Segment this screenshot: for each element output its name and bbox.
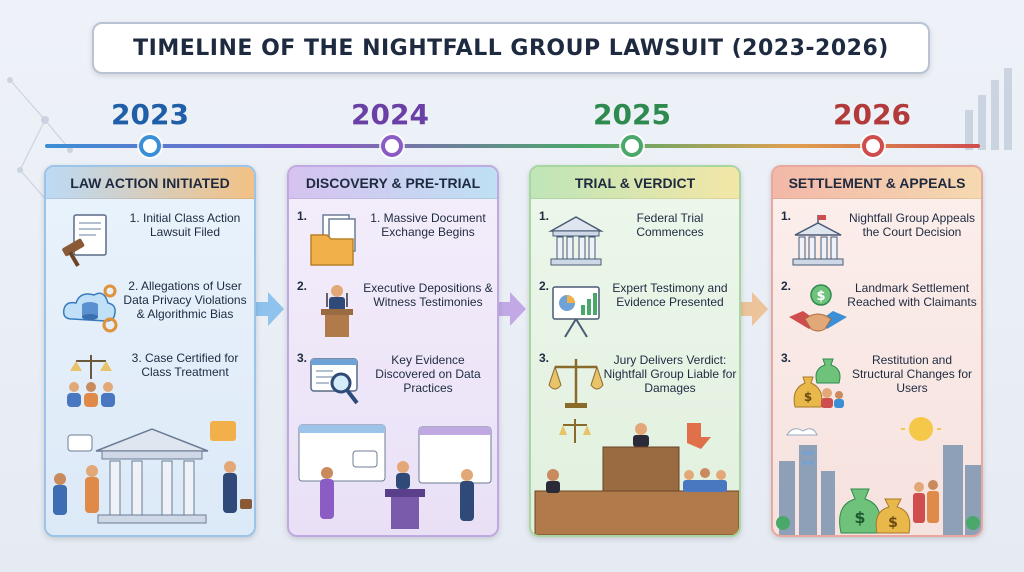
- item-number: 3.: [539, 351, 550, 365]
- item-text: Jury Delivers Verdict: Nightfall Group L…: [603, 353, 737, 395]
- item-text: Federal Trial Commences: [636, 211, 704, 239]
- magnifier-screen-icon: [310, 358, 359, 405]
- scales-people-icon: [67, 355, 115, 407]
- arrow-right-icon: [738, 292, 768, 326]
- item-text: Restitution and Structural Changes for U…: [851, 353, 973, 395]
- cloud-database-icon: [62, 284, 118, 333]
- svg-text:$: $: [804, 390, 812, 404]
- list-item: 3. Key Evidence Discovered on Data Pract…: [289, 349, 497, 421]
- list-item: 2. Executive Depositions & Witness Testi…: [289, 277, 497, 349]
- item-number: 2.: [539, 279, 550, 293]
- podium-speaker-icon: [321, 285, 353, 337]
- list-item: 1. Initial Class Action Lawsuit Filed: [46, 207, 254, 279]
- item-number: 1.: [781, 209, 792, 223]
- timeline-line: [45, 144, 980, 148]
- timeline-node-2026: [862, 135, 884, 157]
- presentation-chart-icon: [552, 286, 600, 338]
- handshake-money-icon: $: [789, 284, 847, 332]
- item-text: Landmark Settlement Reached with Claiman…: [847, 281, 977, 309]
- item-number: 3.: [781, 351, 792, 365]
- arrow-right-icon: [254, 292, 284, 326]
- item-text: Nightfall Group Appeals the Court Decisi…: [848, 211, 976, 239]
- item-number: 1.: [539, 209, 550, 223]
- list-item: 1. Federal Trial Commences: [531, 207, 739, 279]
- year-2023: 2023: [111, 98, 189, 131]
- panel-header: SETTLEMENT & APPEALS: [773, 167, 981, 199]
- item-text: 1. Massive Document Exchange Begins: [370, 211, 486, 239]
- item-text: 3. Case Certified for Class Treatment: [131, 351, 239, 379]
- arrow-right-icon: [496, 292, 526, 326]
- timeline-node-2024: [381, 135, 403, 157]
- item-text: Key Evidence Discovered on Data Practice…: [375, 353, 481, 395]
- panel-discovery: DISCOVERY & PRE-TRIAL 1. 1. Massive Docu…: [287, 165, 499, 537]
- svg-text:$: $: [816, 289, 825, 304]
- year-2025: 2025: [593, 98, 671, 131]
- panel-header: TRIAL & VERDICT: [531, 167, 739, 199]
- list-item: 2. $ Landmark Settlement Reached with Cl…: [773, 277, 981, 349]
- city-money-illustration: $ $: [776, 417, 981, 535]
- list-item: 2. Allegations of User Data Privacy Viol…: [46, 275, 254, 347]
- money-bags-icon: $: [793, 358, 844, 408]
- page-title: TIMELINE OF THE NIGHTFALL GROUP LAWSUIT …: [133, 35, 889, 61]
- panel-law-action: LAW ACTION INITIATED 1. Initial Class Ac…: [44, 165, 256, 537]
- gavel-document-icon: [62, 214, 107, 267]
- deposition-people-illustration: [298, 424, 492, 529]
- year-2026: 2026: [833, 98, 911, 131]
- panel-header: LAW ACTION INITIATED: [46, 167, 254, 199]
- courthouse-flag-icon: [792, 215, 844, 266]
- item-number: 2.: [781, 279, 792, 293]
- list-item: 3. Jury Delivers Verdict: Nightfall Grou…: [531, 349, 739, 421]
- timeline-node-2023: [139, 135, 161, 157]
- list-item: 3. $ Restitution and Structural Changes …: [773, 349, 981, 421]
- scales-icon: [548, 359, 604, 408]
- svg-text:$: $: [888, 515, 898, 531]
- svg-text:$: $: [854, 508, 865, 527]
- courtroom-illustration: [534, 419, 739, 535]
- item-number: 3.: [297, 351, 308, 365]
- courthouse-people-illustration: [53, 421, 252, 524]
- item-text: 1. Initial Class Action Lawsuit Filed: [129, 211, 241, 239]
- item-number: 2.: [297, 279, 308, 293]
- item-text: 2. Allegations of User Data Privacy Viol…: [123, 279, 247, 321]
- item-text: Expert Testimony and Evidence Presented: [612, 281, 728, 309]
- item-text: Executive Depositions & Witness Testimon…: [363, 281, 493, 309]
- panel-header: DISCOVERY & PRE-TRIAL: [289, 167, 497, 199]
- courthouse-icon: [548, 216, 604, 266]
- list-item: 3. Case Certified for Class Treatment: [46, 347, 254, 419]
- list-item: 2. Expert Testimony and Evidence Present…: [531, 277, 739, 349]
- bar-chart-decoration: [965, 68, 1012, 150]
- panel-settlement: SETTLEMENT & APPEALS 1. Nightfall Group …: [771, 165, 983, 537]
- list-item: 1. Nightfall Group Appeals the Court Dec…: [773, 207, 981, 279]
- item-number: 1.: [297, 209, 308, 223]
- timeline-node-2025: [621, 135, 643, 157]
- list-item: 1. 1. Massive Document Exchange Begins: [289, 207, 497, 279]
- year-2024: 2024: [351, 98, 429, 131]
- title-banner: TIMELINE OF THE NIGHTFALL GROUP LAWSUIT …: [92, 22, 930, 74]
- folder-documents-icon: [310, 214, 356, 266]
- panel-trial: TRIAL & VERDICT 1. Federal Trial Commenc…: [529, 165, 741, 537]
